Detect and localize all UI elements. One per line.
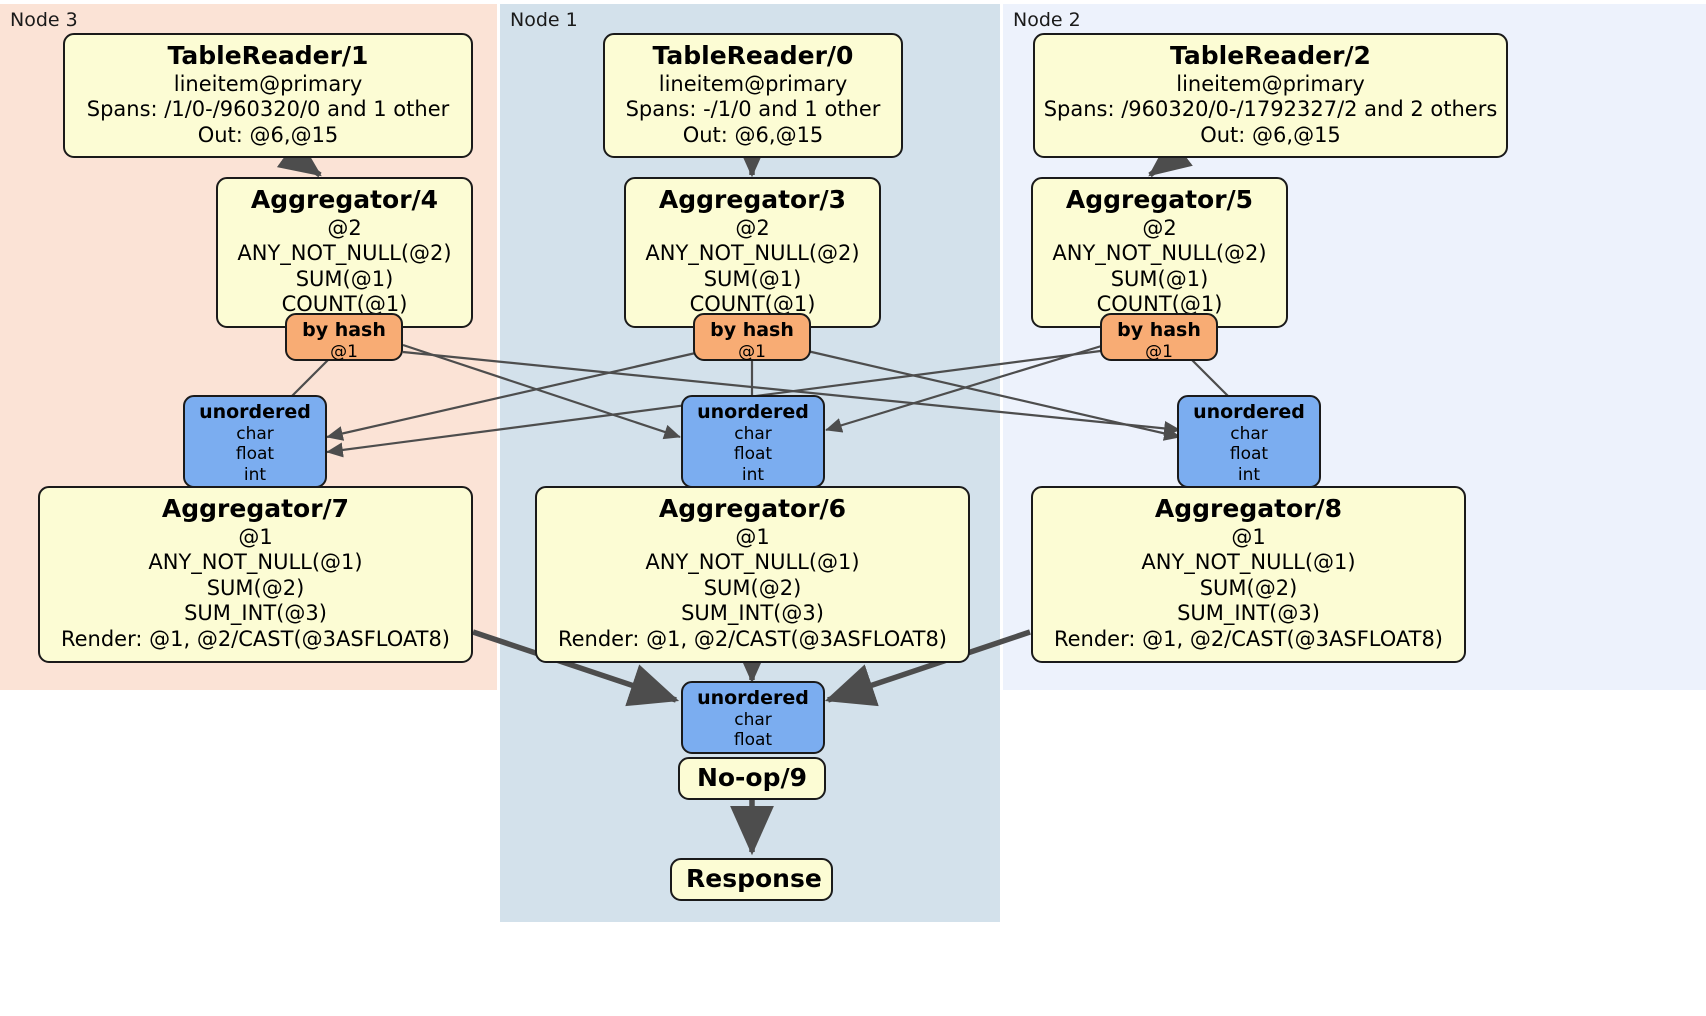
processor-line: @1 — [1231, 524, 1266, 549]
router-line: char — [236, 423, 274, 444]
processor-response[interactable]: Response — [670, 858, 833, 901]
router-line: float — [733, 730, 773, 751]
router-title: unordered — [1193, 401, 1305, 423]
region-node-2-label: Node 2 — [1013, 9, 1081, 31]
router-by-hash-left[interactable]: by hash @1 — [285, 313, 403, 362]
processor-line: ANY_NOT_NULL(@1) — [1141, 550, 1356, 575]
router-line: int — [243, 464, 267, 485]
processor-line: Spans: -/1/0 and 1 other — [625, 97, 881, 122]
processor-line: SUM(@2) — [1199, 575, 1298, 600]
processor-line: Render: @1, @2/CAST(@3ASFLOAT8) — [557, 626, 948, 651]
processor-line: @1 — [735, 524, 770, 549]
processor-line: SUM_INT(@3) — [184, 601, 327, 626]
processor-line: lineitem@primary — [658, 71, 848, 96]
router-by-hash-right[interactable]: by hash @1 — [1100, 313, 1218, 362]
processor-title: TableReader/0 — [652, 41, 854, 70]
processor-line: COUNT(@1) — [1096, 292, 1223, 317]
router-line: @1 — [738, 341, 766, 362]
processor-aggregator-6[interactable]: Aggregator/6 @1 ANY_NOT_NULL(@1) SUM(@2)… — [535, 486, 970, 663]
processor-title: TableReader/1 — [167, 41, 369, 70]
processor-line: SUM(@1) — [703, 266, 802, 291]
processor-line: Render: @1, @2/CAST(@3ASFLOAT8) — [1053, 626, 1444, 651]
processor-tablereader-1[interactable]: TableReader/1 lineitem@primary Spans: /1… — [63, 33, 473, 159]
router-line: char — [1230, 423, 1268, 444]
processor-line: ANY_NOT_NULL(@1) — [148, 550, 363, 575]
router-line: char — [734, 709, 772, 730]
processor-aggregator-5[interactable]: Aggregator/5 @2 ANY_NOT_NULL(@2) SUM(@1)… — [1031, 177, 1288, 328]
processor-aggregator-4[interactable]: Aggregator/4 @2 ANY_NOT_NULL(@2) SUM(@1)… — [216, 177, 473, 328]
router-line: int — [1237, 464, 1261, 485]
router-line: float — [733, 444, 773, 465]
processor-line: SUM_INT(@3) — [1177, 601, 1320, 626]
processor-title: Aggregator/8 — [1154, 494, 1343, 523]
processor-line: @2 — [327, 215, 362, 240]
processor-line: ANY_NOT_NULL(@1) — [645, 550, 860, 575]
processor-line: ANY_NOT_NULL(@2) — [645, 241, 860, 266]
processor-aggregator-8[interactable]: Aggregator/8 @1 ANY_NOT_NULL(@1) SUM(@2)… — [1031, 486, 1466, 663]
processor-line: Render: @1, @2/CAST(@3ASFLOAT8) — [60, 626, 451, 651]
router-line: float — [1229, 444, 1269, 465]
router-title: unordered — [697, 401, 809, 423]
router-title: unordered — [697, 687, 809, 709]
processor-title: TableReader/2 — [1170, 41, 1371, 70]
processor-aggregator-3[interactable]: Aggregator/3 @2 ANY_NOT_NULL(@2) SUM(@1)… — [624, 177, 881, 328]
processor-title: Aggregator/7 — [161, 494, 350, 523]
router-line: @1 — [330, 341, 358, 362]
processor-tablereader-2[interactable]: TableReader/2 lineitem@primary Spans: /9… — [1033, 33, 1508, 159]
processor-line: COUNT(@1) — [281, 292, 408, 317]
router-unordered-final[interactable]: unordered char float — [681, 681, 825, 754]
router-by-hash-center[interactable]: by hash @1 — [693, 313, 811, 362]
processor-line: Out: @6,@15 — [682, 122, 824, 147]
processor-title: Response — [686, 864, 822, 893]
processor-line: @2 — [1142, 215, 1177, 240]
router-line: @1 — [1145, 341, 1173, 362]
processor-line: lineitem@primary — [1176, 71, 1365, 96]
processor-line: lineitem@primary — [173, 71, 363, 96]
processor-line: SUM(@1) — [1110, 266, 1209, 291]
router-unordered-center[interactable]: unordered char float int — [681, 395, 825, 488]
processor-line: Spans: /960320/0-/1792327/2 and 2 others — [1043, 97, 1498, 122]
processor-title: No-op/9 — [696, 763, 808, 792]
router-unordered-right[interactable]: unordered char float int — [1177, 395, 1321, 488]
processor-title: Aggregator/5 — [1065, 185, 1254, 214]
processor-title: Aggregator/6 — [658, 494, 847, 523]
processor-line: Spans: /1/0-/960320/0 and 1 other — [86, 97, 450, 122]
router-title: by hash — [1117, 319, 1201, 341]
processor-line: ANY_NOT_NULL(@2) — [237, 241, 452, 266]
processor-line: @1 — [238, 524, 273, 549]
region-node-3-label: Node 3 — [10, 9, 78, 31]
processor-line: SUM_INT(@3) — [681, 601, 824, 626]
processor-tablereader-0[interactable]: TableReader/0 lineitem@primary Spans: -/… — [603, 33, 903, 159]
router-title: unordered — [199, 401, 311, 423]
processor-line: SUM(@2) — [206, 575, 305, 600]
router-line: char — [734, 423, 772, 444]
processor-line: COUNT(@1) — [689, 292, 816, 317]
processor-line: ANY_NOT_NULL(@2) — [1052, 241, 1267, 266]
router-title: by hash — [710, 319, 794, 341]
region-node-1-label: Node 1 — [510, 9, 578, 31]
processor-line: SUM(@2) — [703, 575, 802, 600]
processor-title: Aggregator/3 — [658, 185, 847, 214]
router-unordered-left[interactable]: unordered char float int — [183, 395, 327, 488]
processor-line: Out: @6,@15 — [1200, 122, 1341, 147]
processor-line: @2 — [735, 215, 770, 240]
processor-line: SUM(@1) — [295, 266, 394, 291]
processor-no-op-9[interactable]: No-op/9 — [678, 757, 826, 800]
router-line: int — [741, 464, 765, 485]
processor-title: Aggregator/4 — [250, 185, 439, 214]
processor-aggregator-7[interactable]: Aggregator/7 @1 ANY_NOT_NULL(@1) SUM(@2)… — [38, 486, 473, 663]
router-line: float — [235, 444, 275, 465]
router-title: by hash — [302, 319, 386, 341]
processor-line: Out: @6,@15 — [197, 122, 339, 147]
